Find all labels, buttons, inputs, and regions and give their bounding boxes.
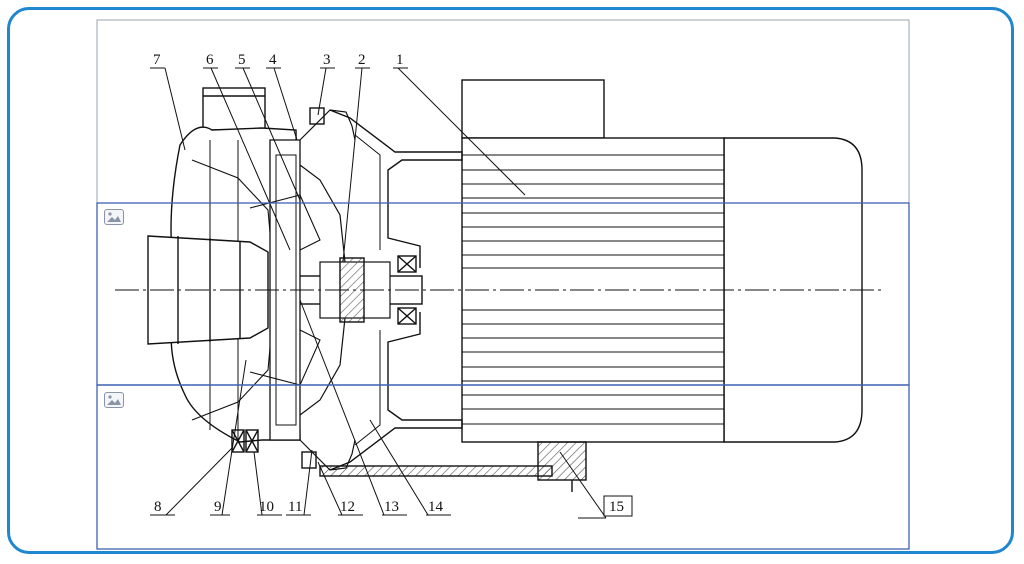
callout-labels: 1 2 3 4 5 6 7 8 9 10 11 12 13 14 15 (153, 52, 633, 517)
callout-label: 7 (153, 52, 161, 68)
callout-label: 6 (206, 52, 214, 68)
callout-label: 10 (259, 499, 274, 515)
image-placeholder-icon[interactable] (104, 392, 124, 408)
callout-label: 14 (428, 499, 444, 515)
callout-label: 9 (214, 499, 222, 515)
motor-bracket (319, 109, 553, 477)
image-glyph-icon (107, 212, 121, 222)
callout-label: 8 (154, 499, 162, 515)
motor-assembly (461, 79, 863, 492)
callout-label: 12 (340, 499, 355, 515)
callout-label: 4 (269, 52, 277, 68)
callout-label: 13 (384, 499, 399, 515)
callout-label: 15 (609, 499, 624, 515)
callout-label: 2 (358, 52, 366, 68)
callout-label: 11 (288, 499, 302, 515)
leader-lines (150, 67, 607, 519)
image-glyph-icon (107, 395, 121, 405)
cooling-fins (462, 154, 724, 425)
image-selection-box[interactable] (96, 384, 910, 550)
callout-label: 1 (396, 52, 404, 68)
image-placeholder-icon[interactable] (104, 209, 124, 225)
callout-label: 3 (323, 52, 331, 68)
callout-label: 5 (238, 52, 246, 68)
callout-15-box (603, 495, 633, 517)
